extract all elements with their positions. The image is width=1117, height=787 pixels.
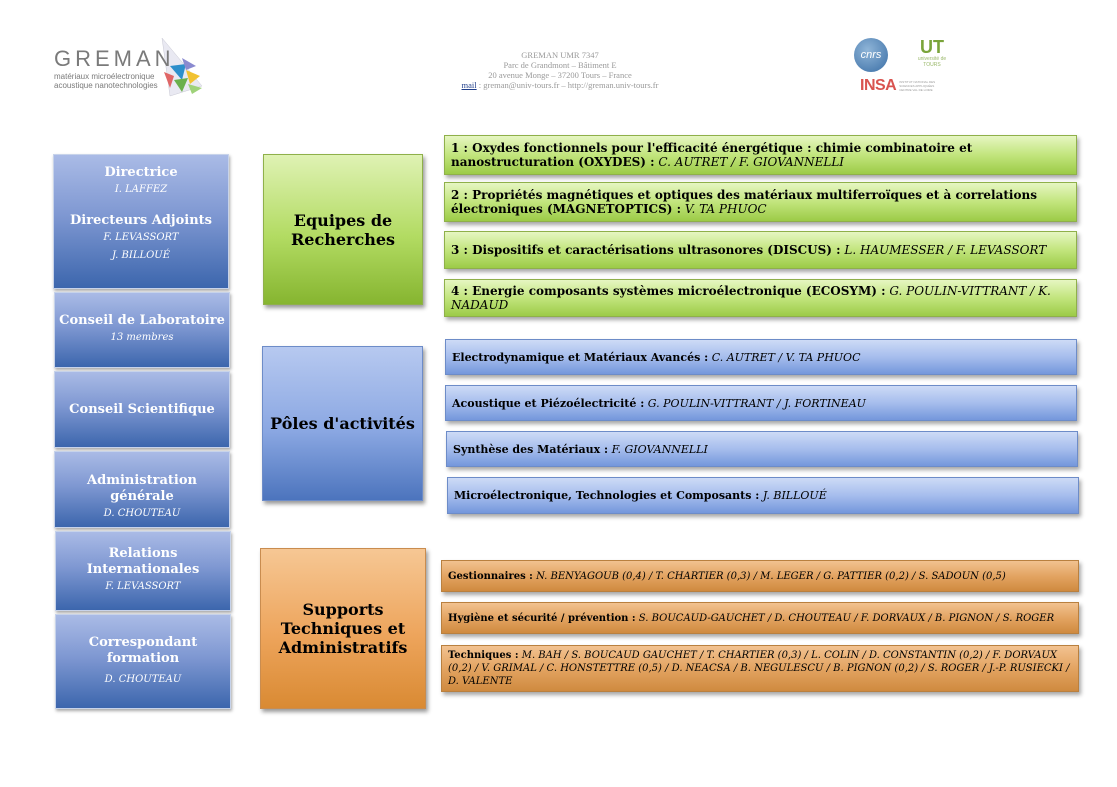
conseil-laboratoire-members: 13 membres	[110, 332, 174, 343]
equipe-row: 4 : Energie composants systèmes microéle…	[444, 279, 1077, 317]
ut-logo: UT université de TOURS	[917, 37, 947, 68]
pole-row: Acoustique et Piézoélectricité : G. POUL…	[445, 385, 1077, 421]
directeurs-adjoints-title: Directeurs Adjoints	[70, 213, 212, 228]
poles-activites-header: Pôles d'activités	[262, 346, 423, 501]
directrice-title: Directrice	[104, 165, 178, 180]
logo-subtitle-2: acoustique nanotechnologies	[54, 81, 158, 90]
address-line-3: 20 avenue Monge – 37200 Tours – France	[488, 70, 632, 80]
correspondant-formation-name: D. CHOUTEAU	[104, 674, 182, 685]
support-row: Gestionnaires : N. BENYAGOUB (0,4) / T. …	[441, 560, 1079, 592]
support-row: Hygiène et sécurité / prévention : S. BO…	[441, 602, 1079, 634]
logo-text: GREMAN	[54, 46, 175, 71]
conseil-scientifique-title: Conseil Scientifique	[69, 401, 215, 417]
insa-logo: INSA INSTITUT NATIONAL DES SCIENCES APPL…	[860, 77, 936, 94]
address-line-2: Parc de Grandmont – Bâtiment E	[503, 60, 617, 70]
support-row: Techniques : M. BAH / S. BOUCAUD GAUCHET…	[441, 645, 1079, 692]
directrice-name: I. LAFFEZ	[114, 184, 168, 195]
address-line-1: GREMAN UMR 7347	[521, 50, 599, 60]
relations-internationales-box: Relations Internationales F. LEVASSORT	[55, 531, 231, 611]
logo-subtitle-1: matériaux microélectronique	[54, 72, 155, 81]
correspondant-formation-box: Correspondant formation D. CHOUTEAU	[55, 614, 231, 709]
conseil-laboratoire-box: Conseil de Laboratoire 13 membres	[54, 292, 230, 368]
equipe-row: 3 : Dispositifs et caractérisations ultr…	[444, 231, 1077, 269]
pole-row: Synthèse des Matériaux : F. GIOVANNELLI	[446, 431, 1078, 467]
directeur-adjoint-name-1: F. LEVASSORT	[103, 232, 179, 243]
administration-box: Administration générale D. CHOUTEAU	[54, 451, 230, 528]
pole-row: Microélectronique, Technologies et Compo…	[447, 477, 1079, 514]
mail-link[interactable]: mail	[461, 80, 477, 90]
direction-box: Directrice I. LAFFEZ Directeurs Adjoints…	[53, 154, 229, 289]
partner-logos: cnrs UT université de TOURS INSA INSTITU…	[852, 38, 952, 100]
lab-address: GREMAN UMR 7347 Parc de Grandmont – Bâti…	[400, 50, 720, 90]
administration-title: Administration générale	[87, 473, 197, 504]
equipe-row: 1 : Oxydes fonctionnels pour l'efficacit…	[444, 135, 1077, 175]
greman-logo-graphic	[161, 37, 203, 97]
address-contact: mail : greman@univ-tours.fr – http://gre…	[400, 80, 720, 90]
supports-techniques-header: Supports Techniques et Administratifs	[260, 548, 426, 709]
directeur-adjoint-name-2: J. BILLOUÉ	[111, 250, 171, 261]
conseil-laboratoire-title: Conseil de Laboratoire	[59, 313, 225, 328]
relations-internationales-name: F. LEVASSORT	[105, 581, 181, 592]
conseil-scientifique-box: Conseil Scientifique	[54, 371, 230, 448]
contact-text: : greman@univ-tours.fr – http://greman.u…	[478, 80, 659, 90]
equipe-row: 2 : Propriétés magnétiques et optiques d…	[444, 182, 1077, 222]
cnrs-logo: cnrs	[854, 38, 888, 72]
correspondant-formation-title: Correspondant formation	[88, 635, 198, 666]
administration-name: D. CHOUTEAU	[103, 508, 181, 519]
relations-internationales-title: Relations Internationales	[86, 546, 200, 577]
pole-row: Electrodynamique et Matériaux Avancés : …	[445, 339, 1077, 375]
equipes-recherche-header: Equipes de Recherches	[263, 154, 423, 305]
greman-logo: GREMAN matériaux microélectronique acous…	[52, 36, 212, 100]
